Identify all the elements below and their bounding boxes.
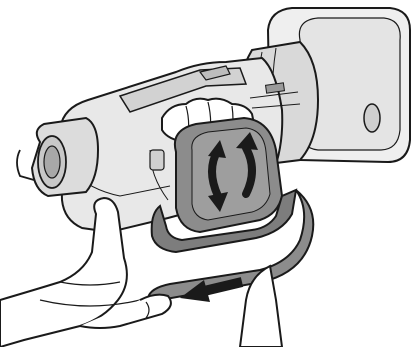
rotate-arrows-icon bbox=[208, 132, 258, 212]
viewfinder-eyecup bbox=[16, 116, 100, 198]
pull-arrow-icon bbox=[180, 277, 244, 302]
grip-belt-pad bbox=[174, 116, 284, 234]
hand-left bbox=[0, 196, 172, 347]
arm-right bbox=[238, 264, 284, 347]
